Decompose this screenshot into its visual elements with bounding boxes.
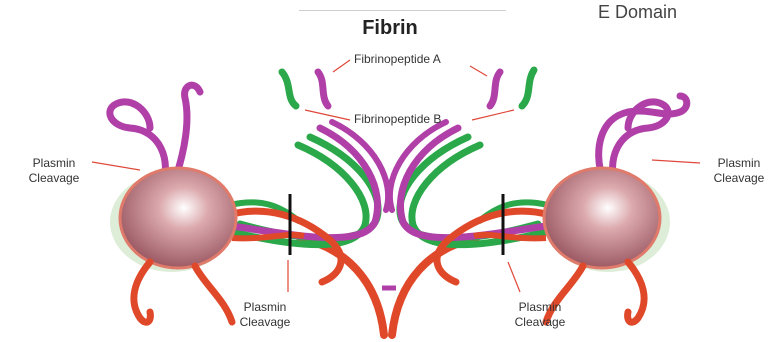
right-purple-strands (390, 122, 546, 238)
fibrinopeptide-b-label: Fibrinopeptide B (354, 112, 441, 127)
fibrinopeptide-b-right (522, 70, 534, 106)
fibrinopeptide-b-left (282, 72, 296, 106)
label-line-2: Cleavage (500, 315, 580, 330)
right-green-strands (400, 137, 548, 245)
plasmin-cleavage-label-bottom-left: Plasmin Cleavage (225, 300, 305, 330)
right-d-domain (544, 96, 687, 322)
fibrinopeptide-a-left (318, 72, 328, 106)
label-line-1: Plasmin (225, 300, 305, 315)
label-line-2: Cleavage (14, 171, 94, 186)
fibrinopeptide-a-label: Fibrinopeptide A (354, 52, 441, 67)
plasmin-cleavage-label-right: Plasmin Cleavage (700, 156, 778, 186)
left-red-strands (228, 211, 341, 282)
left-purple-strands (232, 122, 388, 238)
e-domain-label: E Domain (598, 2, 677, 23)
left-green-strands (230, 137, 378, 245)
label-line-2: Cleavage (700, 171, 778, 186)
leader-lines (92, 60, 700, 292)
label-line-1: Plasmin (500, 300, 580, 315)
central-red-strands (300, 238, 476, 335)
plasmin-cleavage-label-left: Plasmin Cleavage (14, 156, 94, 186)
label-line-1: Plasmin (14, 156, 94, 171)
left-d-domain (110, 85, 236, 322)
fibrinopeptide-a-right (490, 72, 500, 106)
label-line-2: Cleavage (225, 315, 305, 330)
plasmin-cleavage-label-bottom-right: Plasmin Cleavage (500, 300, 580, 330)
diagram-title: Fibrin (340, 17, 440, 40)
label-line-1: Plasmin (700, 156, 778, 171)
right-red-strands (437, 211, 550, 282)
